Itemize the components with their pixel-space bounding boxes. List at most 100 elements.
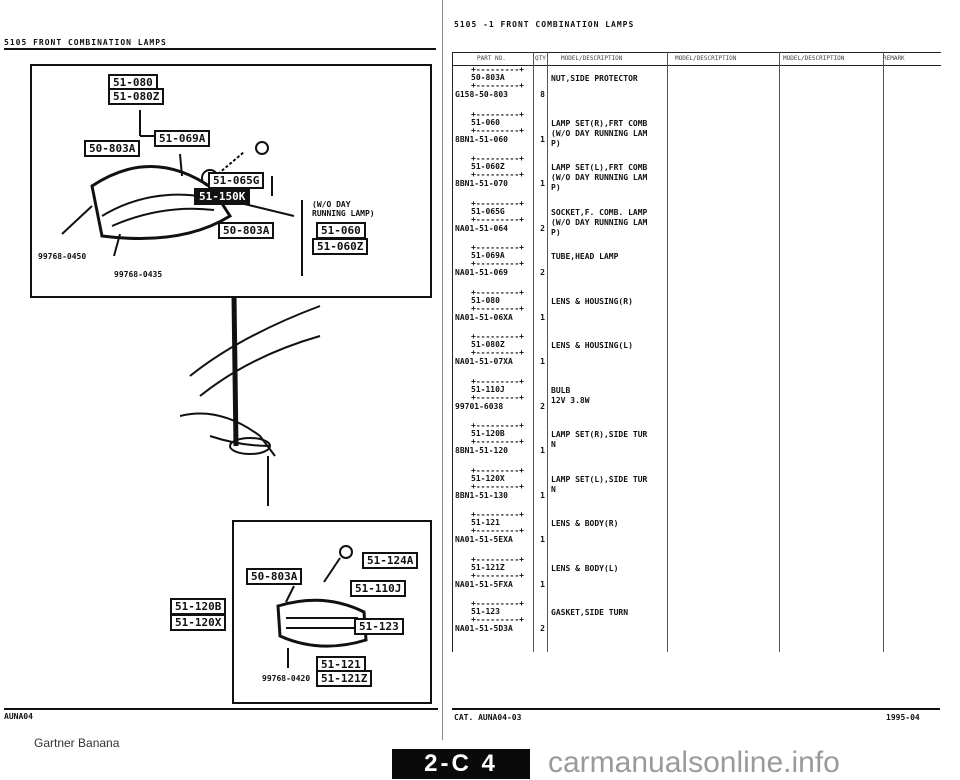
ref-callout: 50-803A	[471, 73, 505, 82]
ref-callout-box: +---------+51-060Z+---------+	[471, 154, 524, 179]
left-page-header: 5105 FRONT COMBINATION LAMPS	[4, 38, 167, 47]
part-description: LENS & BODY(R)	[551, 519, 619, 528]
parts-table-row: +---------+51-080+---------+NA01-51-06XA…	[453, 287, 941, 329]
col-divider	[533, 52, 534, 652]
left-footer-rule	[4, 708, 438, 710]
ref-callout-box: +---------+51-060+---------+	[471, 109, 524, 135]
callout-51-110j: 51-110J	[350, 580, 407, 597]
ref-callout-box: +---------+51-120B+---------+	[471, 421, 524, 446]
page-number-badge: 2-C 4	[392, 749, 530, 779]
watermark-text: Gartner Banana	[34, 736, 120, 750]
side-turn-lamp-drawing	[276, 545, 368, 668]
ref-callout-box: +---------+51-065G+---------+	[471, 198, 524, 224]
callout-51-150k: 51-150K	[194, 188, 251, 205]
ref-callout: 51-080Z	[471, 340, 505, 349]
callout-51-121z: 51-121Z	[316, 670, 373, 687]
right-footer-rule	[452, 708, 940, 710]
col-divider	[547, 52, 548, 652]
part-description: LAMP SET(L),FRT COMB (W/O DAY RUNNING LA…	[551, 163, 648, 192]
ref-callout-box: +---------+51-069A+---------+	[471, 243, 524, 268]
part-description: LENS & BODY(L)	[551, 563, 619, 573]
quantity: 2	[540, 268, 545, 277]
part-label-99768-0420: 99768-0420	[262, 674, 311, 683]
parts-table-row: +---------+51-069A+---------+NA01-51-069…	[453, 244, 941, 284]
part-description: LAMP SET(R),FRT COMB (W/O DAY RUNNING LA…	[551, 118, 648, 148]
quantity: 1	[540, 446, 545, 455]
note-line-2: RUNNING LAMP)	[312, 209, 375, 218]
part-description: NUT,SIDE PROTECTOR	[551, 74, 638, 83]
ref-callout: 51-065G	[471, 206, 505, 216]
quantity: 2	[540, 401, 545, 411]
parts-table-row: +---------+50-803A+---------+G158-50-803…	[453, 66, 941, 106]
callout-51-120b: 51-120B	[170, 598, 227, 615]
parts-table-row: +---------+51-120X+---------+8BN1-51-130…	[453, 465, 941, 507]
right-footer-code: CAT. AUNA04-03	[454, 713, 522, 722]
part-number: NA01-51-5FXA	[455, 579, 513, 589]
ref-callout-box: +---------+51-123+---------+	[471, 599, 524, 624]
part-number: NA01-51-064	[455, 223, 508, 233]
parts-table-row: +---------+51-123+---------+NA01-51-5D3A…	[453, 600, 941, 640]
parts-table-row: +---------+51-120B+---------+8BN1-51-120…	[453, 422, 941, 462]
callout-51-065g: 51-065G	[208, 172, 265, 189]
site-watermark: carmanualsonline.info	[548, 746, 840, 779]
quantity: 1	[540, 579, 545, 589]
ref-callout: 51-120B	[471, 429, 505, 438]
part-number: 99701-6038	[455, 401, 504, 411]
part-number: 8BN1-51-070	[455, 179, 508, 188]
callout-51-060z: 51-060Z	[312, 238, 369, 255]
part-description: LENS & HOUSING(L)	[551, 341, 633, 350]
callout-50-803a-top: 50-803A	[84, 140, 141, 157]
left-header-rule	[4, 48, 436, 50]
ref-callout-box: +---------+51-121+---------+	[471, 510, 524, 535]
parts-table-header: PART NO. QTY MODEL/DESCRIPTION MODEL/DES…	[453, 52, 941, 66]
quantity: 1	[540, 312, 545, 322]
parts-table-row: +---------+51-121+---------+NA01-51-5EXA…	[453, 511, 941, 551]
ref-callout: 51-060	[471, 117, 500, 127]
quantity: 8	[540, 90, 545, 99]
ref-callout: 51-069A	[471, 251, 505, 260]
part-description: LAMP SET(R),SIDE TUR N	[551, 430, 648, 449]
parts-table-row: +---------+51-060Z+---------+8BN1-51-070…	[453, 155, 941, 195]
part-number: NA01-51-5EXA	[455, 535, 513, 544]
part-number: NA01-51-06XA	[455, 312, 513, 322]
ref-callout-box: +---------+51-121Z+---------+	[471, 554, 524, 580]
part-description: SOCKET,F. COMB. LAMP (W/O DAY RUNNING LA…	[551, 207, 648, 237]
callout-51-120x: 51-120X	[170, 614, 227, 631]
parts-table-row: +---------+51-080Z+---------+NA01-51-07X…	[453, 333, 941, 373]
part-number: NA01-51-5D3A	[455, 624, 513, 633]
part-number: NA01-51-069	[455, 268, 508, 277]
callout-51-080z: 51-080Z	[108, 88, 165, 105]
quantity: 1	[540, 535, 545, 544]
callout-51-123: 51-123	[354, 618, 404, 635]
col-divider	[883, 52, 884, 652]
col-header-model-description-1: MODEL/DESCRIPTION	[561, 55, 623, 62]
note-wo-day-running-lamp: (W/O DAY RUNNING LAMP)	[312, 200, 375, 218]
ref-callout: 51-120X	[471, 473, 505, 483]
part-number: 8BN1-51-130	[455, 490, 508, 500]
right-footer-year: 1995-04	[886, 713, 920, 722]
part-number: 8BN1-51-060	[455, 134, 508, 144]
part-description: TUBE,HEAD LAMP	[551, 252, 619, 261]
ref-callout: 51-060Z	[471, 162, 505, 171]
page-gutter	[442, 0, 443, 740]
quantity: 2	[540, 223, 545, 233]
ref-callout-box: +---------+50-803A+---------+	[471, 65, 524, 90]
col-header-qty: QTY	[535, 55, 546, 62]
callout-51-060: 51-060	[316, 222, 366, 239]
callout-50-803a-mid: 50-803A	[218, 222, 275, 239]
left-footer-code: AUNA04	[4, 712, 33, 721]
ref-callout: 51-080	[471, 295, 500, 305]
part-description: LAMP SET(L),SIDE TUR N	[551, 474, 648, 494]
ref-callout: 51-121Z	[471, 562, 505, 572]
ref-callout: 51-121	[471, 518, 500, 527]
ref-callout-box: +---------+51-120X+---------+	[471, 465, 524, 491]
ref-callout: 51-110J	[471, 384, 505, 394]
parts-table: PART NO. QTY MODEL/DESCRIPTION MODEL/DES…	[452, 52, 941, 652]
part-number: 8BN1-51-120	[455, 446, 508, 455]
part-description: LENS & HOUSING(R)	[551, 296, 633, 306]
ref-callout-box: +---------+51-080+---------+	[471, 287, 524, 313]
ref-callout: 51-123	[471, 607, 500, 616]
col-divider	[667, 52, 668, 652]
col-header-model-description-3: MODEL/DESCRIPTION	[783, 55, 845, 62]
